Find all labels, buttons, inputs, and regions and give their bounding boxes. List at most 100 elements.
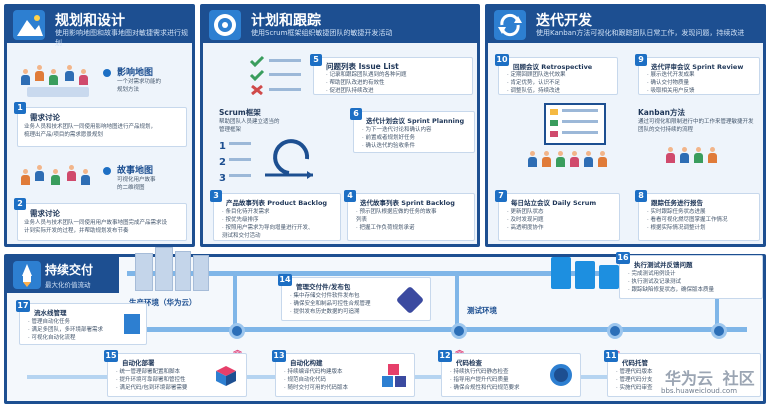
iterate-header: 迭代开发 使用Kanban方法可视化和跟踪团队日常工作，发现问题，持续改进 <box>488 7 763 43</box>
deliver-header: 持续交付 最大化价值流动 <box>7 257 119 293</box>
rocket-icon <box>13 261 41 289</box>
card-line: · 实时跟踪任务状态进展 <box>647 209 706 215</box>
pipeline-flow <box>233 271 237 331</box>
task-tracking-card: 8 跟踪任务进行报告 · 实时跟踪任务状态进展 · 看看可视化燃尽图掌握工作情况… <box>635 190 760 241</box>
card-line: · 按照用户需求为导向增量进行开发、 <box>222 225 314 231</box>
svg-text:3: 3 <box>219 173 226 184</box>
iterate-title: 迭代开发 <box>536 13 592 29</box>
card-line: · 持续执行代码静态检查 <box>450 369 509 375</box>
card-title: 每日站立会议 Daily Scrum <box>511 199 597 207</box>
release-card: 14 管理交付件/发布包 · 集中存储交付件软件发布包 · 确保安全和制品可控性… <box>278 274 431 321</box>
card-line: · 执行测试及记录测试 <box>628 279 681 285</box>
card-title: 代码托管 <box>622 359 648 367</box>
card-line: · 满足代码/包到环境部署需要 <box>116 385 188 391</box>
card-line: · 调整队伍，持续改进 <box>507 88 560 94</box>
card-line: 列表 <box>356 217 368 223</box>
building-illustration <box>135 253 153 291</box>
card-line: · 实施代码审查 <box>616 385 653 391</box>
server-icon <box>575 261 595 289</box>
watermark-text: 华为云 <box>665 369 714 388</box>
svg-text:1: 1 <box>219 141 226 152</box>
iterate-subtitle: 使用Kanban方法可视化和跟踪团队日常工作，发现问题，持续改进 <box>536 29 745 37</box>
card-line: · 及时发现问题 <box>507 217 544 223</box>
card-line: · 把握工作负荷规划承诺 <box>356 225 415 231</box>
card-line: · 管理代码分支 <box>616 377 653 383</box>
card-line: · 根据实际情况调整计划 <box>647 225 706 231</box>
card-line: · 吸取相关用户反馈 <box>647 88 695 94</box>
card-line: · 确保安全和制品可控性合规管理 <box>290 301 371 307</box>
card-line: · 确认迭代的验收条件 <box>362 143 415 149</box>
card-line: · 肯定优势，认识不足 <box>507 80 560 86</box>
track-title: 计划和跟踪 <box>251 13 321 29</box>
building-illustration <box>193 255 209 291</box>
plan-subtitle: 使用影响地图和故事地图对敏捷需求进行规划 <box>55 29 188 47</box>
card-title: 回顾会议 Retrospective <box>513 63 593 71</box>
step-title: 需求讨论 <box>30 113 60 122</box>
daily-scrum-card: 7 每日站立会议 Daily Scrum · 更新团队状态 · 及时发现问题 ·… <box>495 190 620 241</box>
card-line: · 完成测试用例设计 <box>628 271 676 277</box>
step-number: 7 <box>495 190 507 202</box>
card-line: · 确认交付物质量 <box>647 80 689 86</box>
card-line: · 促进团队持续改进 <box>326 88 374 94</box>
server-icon <box>551 257 571 289</box>
auto-build-card: 13 自动化构建 · 持续编译代码构建版本 · 规范自动化代码 · 随时交付可用… <box>272 350 415 397</box>
step-number: 9 <box>635 54 647 66</box>
card-line: · 更新团队状态 <box>507 209 544 215</box>
card-line: · 指导用户提升代码质量 <box>450 377 509 383</box>
track-header: 计划和跟踪 使用Scrum框架组织敏捷团队的敏捷开发活动 <box>203 7 477 43</box>
team-illustration <box>21 65 101 105</box>
kanban-line-1: 通过可视化和限制进行中的工作来管理敏捷开发 <box>638 119 754 125</box>
story-map-icon <box>103 167 111 175</box>
track-subtitle: 使用Scrum框架组织敏捷团队的敏捷开发活动 <box>251 29 393 37</box>
step-number: 14 <box>278 274 292 286</box>
kanban-line-2: 团队的交付持续的流程 <box>638 127 694 133</box>
scrum-line-2: 管理框架 <box>219 127 242 133</box>
plan-header: 规划和设计 使用影响地图和故事地图对敏捷需求进行规划 <box>7 7 192 47</box>
card-line: · 跟踪缺陷修复状态，确保版本质量 <box>628 287 714 293</box>
card-title: 管理交付件/发布包 <box>296 283 351 291</box>
test-env-label: 测试环境 <box>467 306 497 315</box>
pipeline-flow <box>455 271 459 331</box>
scrum-title: Scrum框架 <box>219 108 261 117</box>
card-title: 代码检查 <box>456 359 482 367</box>
step-line-1: 业务人员与技术团队一同使用用户故事地图完成产品需求设 <box>24 220 168 226</box>
deliver-panel: 持续交付 最大化价值流动 生产环境（华为云） 14 管理交付件/发布包 · 集中… <box>4 247 766 404</box>
watermark-url: bbs.huaweicloud.com <box>661 387 738 395</box>
card-line: · 高透明度协作 <box>507 225 544 231</box>
step-number: 8 <box>635 190 647 202</box>
card-line: · 管理自动化任务 <box>28 319 70 325</box>
step-number: 2 <box>14 198 26 210</box>
building-illustration <box>155 247 173 291</box>
step-number: 15 <box>104 350 118 362</box>
card-line: · 提供发布历史数据的可追溯 <box>290 309 360 315</box>
card-title: 流水线管理 <box>34 309 67 317</box>
card-line: · 为下一迭代讨论和确认内容 <box>362 127 432 133</box>
blocks-icon <box>382 364 408 388</box>
gear-icon <box>451 323 467 339</box>
step-number: 6 <box>350 108 362 120</box>
deliver-title: 持续交付 <box>45 263 94 277</box>
step-number: 13 <box>272 350 286 362</box>
card-line: 测试和交付活动 <box>222 233 261 239</box>
card-line: · 管理代码版本 <box>616 369 653 375</box>
pipeline-mgmt-card: 17 流水线管理 · 管理自动化任务 · 满足多团队，多环境部署需求 · 可视化… <box>16 300 147 345</box>
team-meeting-illustration <box>528 147 618 171</box>
plan-step-2-card: 2 需求讨论 业务人员与技术团队一同使用用户故事地图完成产品需求设 计到实际开发… <box>14 198 187 241</box>
prod-env-label: 生产环境（华为云） <box>129 298 197 307</box>
step-number: 1 <box>14 102 26 114</box>
checklist-icon <box>249 55 309 96</box>
sync-icon <box>494 10 526 40</box>
card-line: · 前置或者规划好任务 <box>362 135 415 141</box>
code-host-card: 11 代码托管 · 管理代码版本 · 管理代码分支 · 实施代码审查 <box>604 350 761 397</box>
card-line: · 条目化待开发需求 <box>222 209 270 215</box>
story-map-title: 故事地图 <box>117 166 154 176</box>
product-backlog-card: 3 产品故事列表 Product Backlog · 条目化待开发需求 · 按优… <box>210 190 341 241</box>
svg-text:2: 2 <box>219 157 226 168</box>
card-title: 问题列表 Issue List <box>326 62 399 71</box>
review-meeting-illustration <box>666 143 746 169</box>
story-map-desc-1: 可视化用户故事 <box>117 177 156 183</box>
card-line: · 满足多团队，多环境部署需求 <box>28 327 103 333</box>
card-line: · 按优先级排序 <box>222 217 259 223</box>
pipeline-flow <box>27 327 747 332</box>
sprint-planning-card: 6 迭代计划会议 Sprint Planning · 为下一迭代讨论和确认内容 … <box>350 108 475 153</box>
